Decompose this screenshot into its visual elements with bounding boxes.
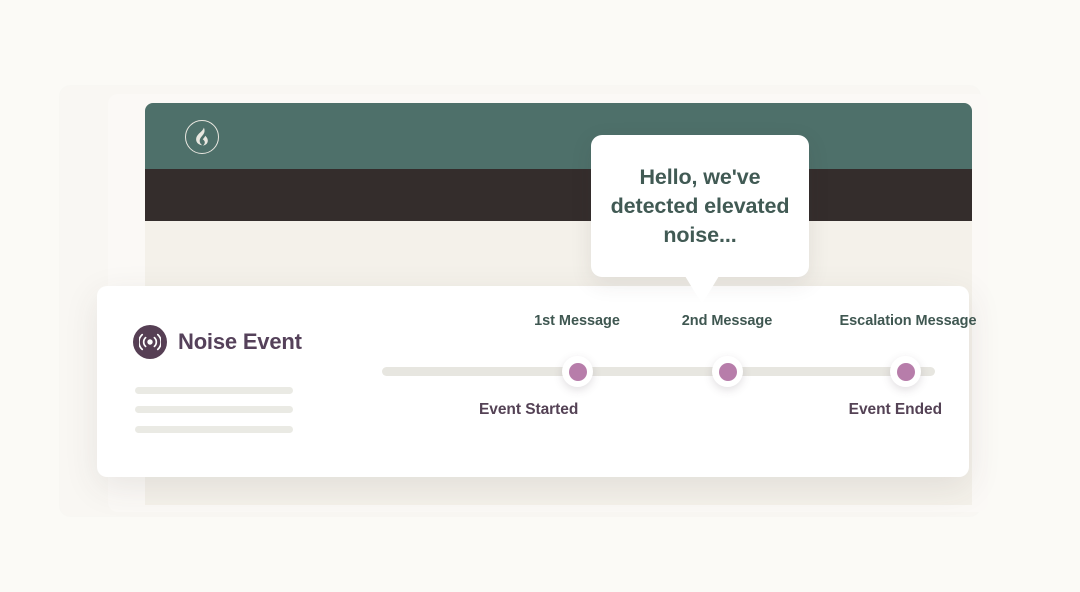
timeline-node-1[interactable] [562, 356, 593, 387]
card-skeleton-line-2 [135, 406, 293, 413]
timeline-node-label-2: 2nd Message [681, 313, 773, 329]
card-skeleton-line-3 [135, 426, 293, 433]
timeline-node-2[interactable] [712, 356, 743, 387]
timeline-end-label: Event Ended [848, 401, 942, 418]
notification-bubble-tail [685, 276, 719, 304]
timeline-node-3[interactable] [890, 356, 921, 387]
event-timeline: 1st Message 2nd Message Escalation Messa… [382, 286, 977, 477]
card-skeleton-line-1 [135, 387, 293, 394]
broadcast-signal-icon [133, 325, 167, 359]
timeline-track [382, 367, 935, 376]
timeline-node-dot-3 [896, 362, 915, 381]
timeline-node-label-3: Escalation Message [839, 313, 977, 329]
timeline-node-dot-2 [718, 362, 737, 381]
timeline-node-label-1: 1st Message [534, 313, 620, 329]
timeline-start-label: Event Started [479, 401, 579, 418]
app-navbar [145, 169, 972, 221]
notification-bubble: Hello, we've detected elevated noise... [591, 135, 809, 277]
timeline-node-dot-1 [568, 362, 587, 381]
flame-logo-icon [185, 120, 219, 154]
app-topbar [145, 103, 972, 169]
notification-bubble-text: Hello, we've detected elevated noise... [610, 164, 790, 247]
noise-event-card: Noise Event 1st Message 2nd Message Esca… [97, 286, 977, 477]
noise-event-header: Noise Event [133, 325, 302, 359]
noise-event-title: Noise Event [178, 329, 302, 354]
